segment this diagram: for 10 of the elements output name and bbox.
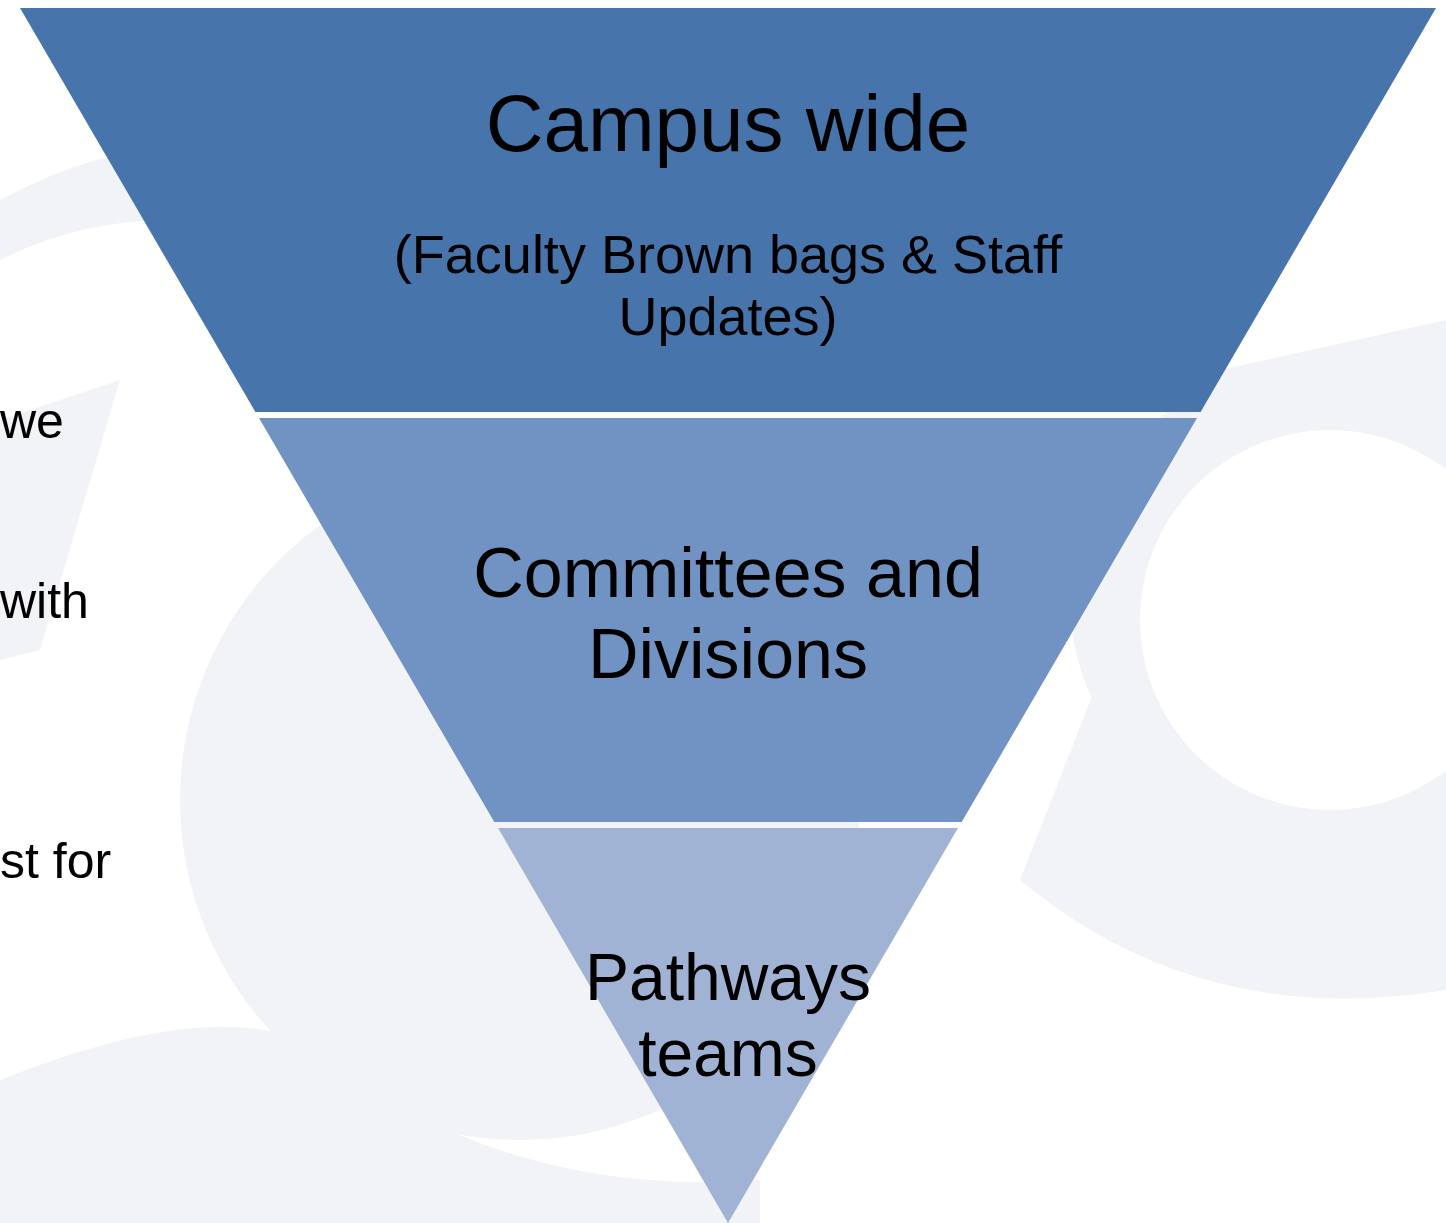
slide-text-fragment: st for	[0, 832, 112, 890]
pyramid-band	[498, 828, 958, 1223]
band-title: Committees and Divisions	[472, 533, 984, 694]
pyramid-band	[20, 8, 1436, 412]
band-title: Campus wide	[484, 78, 972, 170]
slide-text-fragment: with	[0, 572, 89, 630]
band-title: Pathways teams	[583, 940, 873, 1092]
slide-text-fragment: we	[0, 392, 64, 450]
band-subtitle: (Faculty Brown bags & Staff Updates)	[392, 223, 1064, 348]
pyramid-band	[259, 418, 1197, 822]
